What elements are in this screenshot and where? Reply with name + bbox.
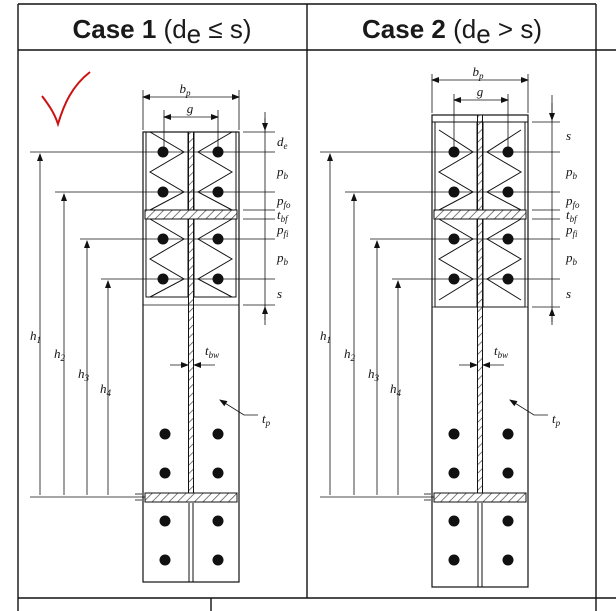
case2-stiffener [477,114,483,211]
case2-bottom-flange [433,492,527,503]
case2-label-h2: h2 [344,346,356,363]
case1-top-dims [142,90,240,148]
case2-bolt-row-lines [320,121,560,308]
case1-label-pb-bottom: pb [276,250,289,267]
case2-label-h3: h3 [368,366,380,383]
check-mark [41,71,91,128]
case2-bolts [448,146,514,566]
case2-label-pfo: pfo [565,193,580,210]
case2-top-flange [433,209,527,220]
case1-label-h4: h4 [100,381,112,398]
case2-label-h4: h4 [390,381,402,398]
case1-label-s: s [277,286,282,301]
case2-label-pb-bottom: pb [565,250,578,267]
case2-top-dims [431,74,529,148]
case1-label-pfo: pfo [276,193,291,210]
case1-label-h3: h3 [78,366,90,383]
case1-label-h1: h1 [30,328,41,345]
case2-tp-leader [509,399,548,416]
case2-label-tbw: tbw [494,343,508,360]
case1-stiffener [188,131,194,211]
case1-diagram [30,90,275,583]
case1-label-tp: tp [262,411,271,428]
case1-tp-leader [219,399,258,416]
case2-label-bp: bp [473,64,485,81]
case2-label-pfi: pfi [565,222,578,239]
case1-label-bp: bp [180,81,192,98]
case2-label-s-bottom: s [566,286,571,301]
case2-yield-lines [432,121,528,308]
case1-bolt-row-lines [30,131,275,306]
case1-label-pb-top: pb [276,164,289,181]
case2-label-s-top: s [566,128,571,143]
case1-label-de: de [277,134,288,151]
case1-label-g: g [187,101,194,116]
case1-label-pfi: pfi [276,222,289,239]
case1-h-dims [30,153,145,501]
case2-label-tp: tp [552,411,561,428]
case2-label-g: g [477,84,484,99]
table-frame [17,3,616,611]
case1-bottom-flange [144,492,238,503]
case1-header: Case 1 (de ≤ s) [72,14,251,49]
case1-label-tbw: tbw [205,343,219,360]
case1-yield-lines [145,131,237,298]
case2-header: Case 2 (de > s) [362,14,542,49]
case2-label-h1: h1 [320,328,331,345]
case2-label-pb-top: pb [565,164,578,181]
case2-h-dims [320,153,434,501]
case1-label-tbf: tbf [277,207,289,224]
case1-top-flange [144,209,238,220]
case2-diagram [320,74,560,588]
case1-label-h2: h2 [54,346,66,363]
case2-beam-web [477,218,483,494]
case1-bolts [157,146,224,566]
case2-label-tbf: tbf [566,207,578,224]
case1-beam-web [188,218,194,494]
